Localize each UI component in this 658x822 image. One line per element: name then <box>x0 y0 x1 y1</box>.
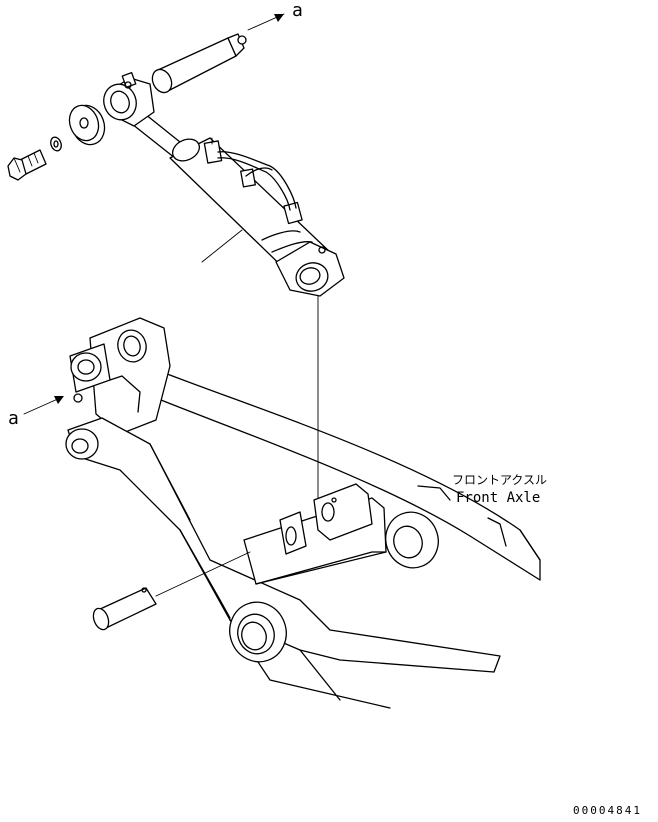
drawing-number: 00004841 <box>573 804 642 817</box>
ref-arrow-top <box>247 13 285 31</box>
hex-bolt <box>7 149 47 181</box>
large-washer <box>68 104 106 146</box>
small-washer <box>50 136 62 152</box>
part-label-english: Front Axle <box>456 490 540 506</box>
upper-pin <box>151 33 247 94</box>
hydraulic-cylinder <box>103 72 345 297</box>
part-label-japanese: フロントアクスル <box>452 473 547 487</box>
ref-label-top: a <box>292 0 303 21</box>
ref-arrow-left <box>23 396 64 415</box>
lower-pin-leader-line <box>155 551 251 597</box>
cylinder-leader-line <box>201 229 243 263</box>
axle-frame <box>65 317 541 709</box>
lower-pin <box>92 587 157 631</box>
ref-label-left: a <box>8 408 19 429</box>
